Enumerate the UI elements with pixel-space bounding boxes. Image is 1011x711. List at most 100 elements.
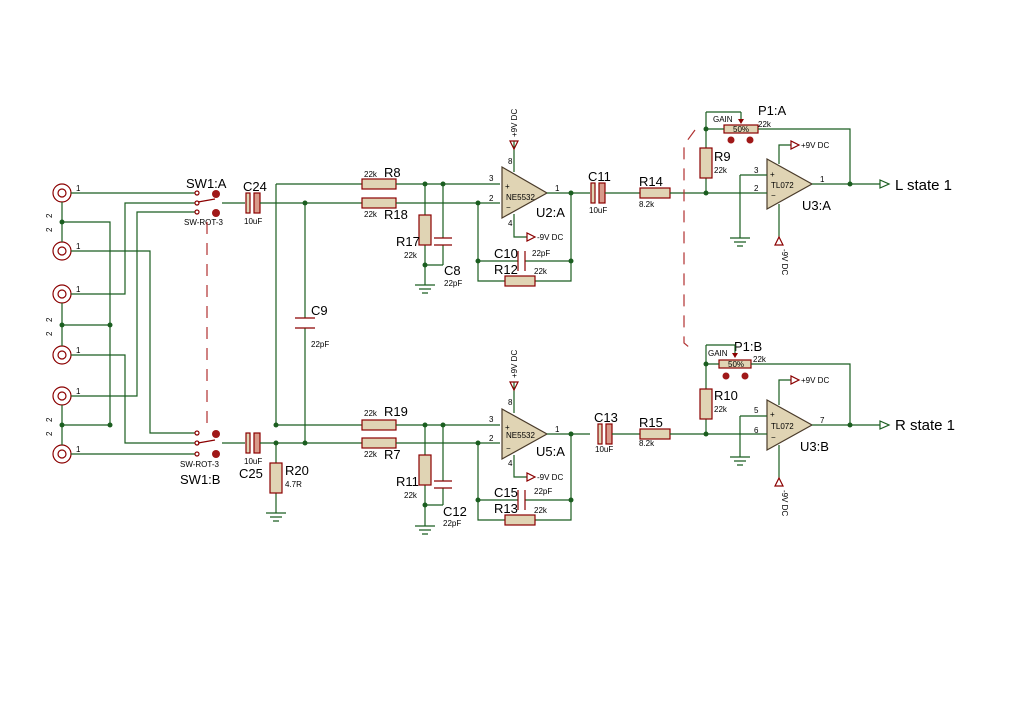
pin-label: 2 (45, 317, 54, 322)
plus-sign: + (770, 410, 775, 419)
r12-value: 22k (534, 267, 548, 276)
c24-ref: C24 (243, 179, 267, 194)
output-terminal-right (879, 420, 891, 430)
p1b-ref: P1:B (734, 339, 762, 354)
pin-label: 2 (45, 213, 54, 218)
pin-label: 8 (508, 157, 513, 166)
r20-ref: R20 (285, 463, 309, 478)
u3a-vneg: -9V DC (780, 249, 789, 275)
u2a-vneg: -9V DC (537, 233, 563, 242)
plus-sign: + (505, 423, 510, 432)
r20-value: 4.7R (285, 480, 302, 489)
opamp-u3b: + − TL072 U3:B 5 6 7 (754, 398, 829, 454)
capacitor-c12: C12 22pF (434, 425, 467, 528)
r17-value: 22k (404, 251, 418, 260)
r9-value: 22k (714, 166, 728, 175)
jack-pin-labels: 1 1 1 1 1 1 2 2 2 2 2 2 (45, 184, 81, 454)
c12-value: 22pF (443, 519, 461, 528)
c13-ref: C13 (594, 410, 618, 425)
resistor-r17: R17 22k (396, 184, 432, 265)
output-terminal-left (879, 179, 891, 189)
plus-sign: + (505, 182, 510, 191)
pin-label: 2 (45, 431, 54, 436)
c9-ref: C9 (311, 303, 328, 318)
u5a-model: NE5532 (506, 431, 535, 440)
capacitor-c9: C9 22pF (295, 203, 329, 443)
pin-label: 4 (508, 459, 513, 468)
pin-label: 2 (489, 194, 494, 203)
switch-model-b: SW-ROT-3 (180, 460, 220, 469)
minus-sign: − (771, 433, 776, 442)
pin-label: 7 (820, 416, 825, 425)
minus-sign: − (771, 191, 776, 200)
capacitor-c25: 10uF C25 (239, 432, 263, 481)
opamp-u5a: + − NE5532 U5:A 3 2 1 8 4 (489, 398, 565, 468)
pot-gang-link (683, 129, 696, 353)
potentiometer-p1a: 50% GAIN P1:A 22k (713, 103, 787, 144)
u2a-ref: U2:A (536, 205, 565, 220)
switch-sw1b: SW-ROT-3 SW1:B (180, 430, 220, 487)
switch-ref-a: SW1:A (186, 176, 227, 191)
opamp-u3a: + − TL072 U3:A 3 2 1 (754, 157, 831, 213)
p1a-ref: P1:A (758, 103, 787, 118)
r19-value: 22k (364, 409, 378, 418)
pin-label: 3 (489, 415, 494, 424)
input-jack-5 (52, 386, 72, 406)
r11-ref: R11 (396, 474, 419, 489)
r18-ref: R18 (384, 207, 408, 222)
resistor-r7: R7 22k (361, 437, 401, 462)
resistor-r10: R10 22k (699, 388, 738, 434)
resistor-r9: R9 22k (699, 147, 731, 193)
u5a-vneg: -9V DC (537, 473, 563, 482)
u3b-vpos: +9V DC (801, 376, 829, 385)
output-label-right: R state 1 (895, 417, 955, 434)
pin-label: 8 (508, 398, 513, 407)
resistor-r12: R12 22k (494, 262, 548, 287)
u3a-ref: U3:A (802, 198, 831, 213)
c25-value: 10uF (244, 457, 262, 466)
p1b-value: 22k (753, 355, 767, 364)
u3b-ref: U3:B (800, 439, 829, 454)
r15-value: 8.2k (639, 439, 655, 448)
pin-label: 2 (45, 417, 54, 422)
r17-ref: R17 (396, 234, 420, 249)
pin-label: 2 (45, 227, 54, 232)
resistor-r19: R19 22k (361, 404, 408, 431)
c15-value: 22pF (534, 487, 552, 496)
pin-label: 2 (45, 331, 54, 336)
opamp-u2a: + − NE5532 U2:A 3 2 1 8 4 (489, 157, 565, 228)
capacitor-c11: C11 10uF (588, 169, 611, 215)
input-jack-2 (52, 241, 72, 261)
r14-ref: R14 (639, 174, 663, 189)
c12-ref: C12 (443, 504, 467, 519)
r19-ref: R19 (384, 404, 408, 419)
pin-label: 3 (754, 166, 759, 175)
ground-symbol (266, 512, 286, 522)
u3b-model: TL072 (771, 422, 794, 431)
resistor-r11: R11 22k (396, 425, 432, 505)
p1a-setting: 50% (733, 125, 749, 134)
plus-sign: + (770, 170, 775, 179)
c25-ref: C25 (239, 466, 263, 481)
p1a-value: 22k (758, 120, 772, 129)
r7-value: 22k (364, 450, 378, 459)
r18-value: 22k (364, 210, 378, 219)
input-jack-4 (52, 345, 72, 365)
c24-value: 10uF (244, 217, 262, 226)
r13-ref: R13 (494, 501, 518, 516)
u3a-model: TL072 (771, 181, 794, 190)
resistor-r15: R15 8.2k (639, 415, 671, 448)
p1b-setting: 50% (728, 360, 744, 369)
pin-label: 2 (489, 434, 494, 443)
pin-label: 3 (489, 174, 494, 183)
input-jack-1 (52, 183, 72, 203)
switch-ref-b: SW1:B (180, 472, 220, 487)
pin-label: 1 (76, 285, 81, 294)
r10-ref: R10 (714, 388, 738, 403)
c11-value: 10uF (589, 206, 607, 215)
c8-value: 22pF (444, 279, 462, 288)
p1b-label: GAIN (708, 349, 728, 358)
input-jack-3 (52, 284, 72, 304)
c10-value: 22pF (532, 249, 550, 258)
